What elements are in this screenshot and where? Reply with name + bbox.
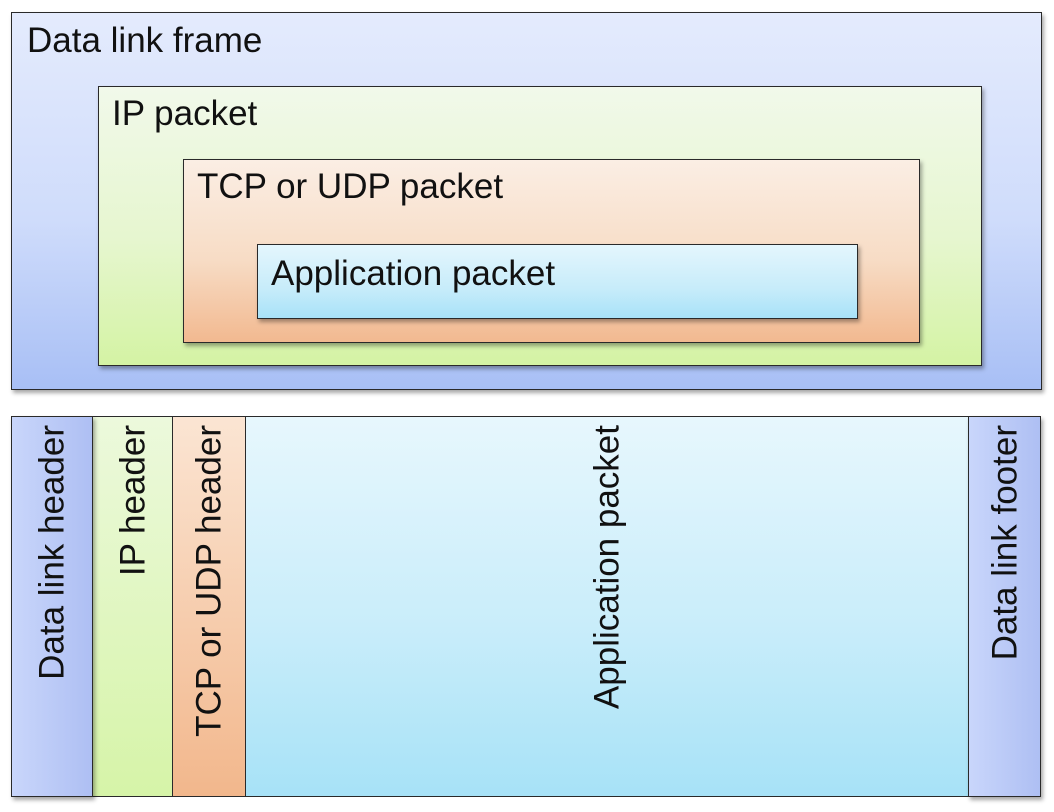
ip-header-segment: IP header xyxy=(92,416,173,797)
tcp-udp-header-label: TCP or UDP header xyxy=(189,425,229,737)
application-packet-segment-label: Application packet xyxy=(587,425,627,710)
tcp-udp-packet-label: TCP or UDP packet xyxy=(197,167,504,206)
ip-packet-label: IP packet xyxy=(112,94,258,133)
application-packet-segment: Application packet xyxy=(245,416,969,797)
data-link-frame-label: Data link frame xyxy=(27,21,263,60)
application-packet-box: Application packet xyxy=(257,244,858,319)
tcp-udp-header-segment: TCP or UDP header xyxy=(172,416,246,797)
data-link-header-segment: Data link header xyxy=(11,416,93,797)
data-link-footer-label: Data link footer xyxy=(985,425,1024,661)
application-packet-label: Application packet xyxy=(271,254,556,293)
data-link-footer-segment: Data link footer xyxy=(968,416,1041,797)
ip-header-label: IP header xyxy=(113,425,152,577)
data-link-header-label: Data link header xyxy=(32,425,72,680)
